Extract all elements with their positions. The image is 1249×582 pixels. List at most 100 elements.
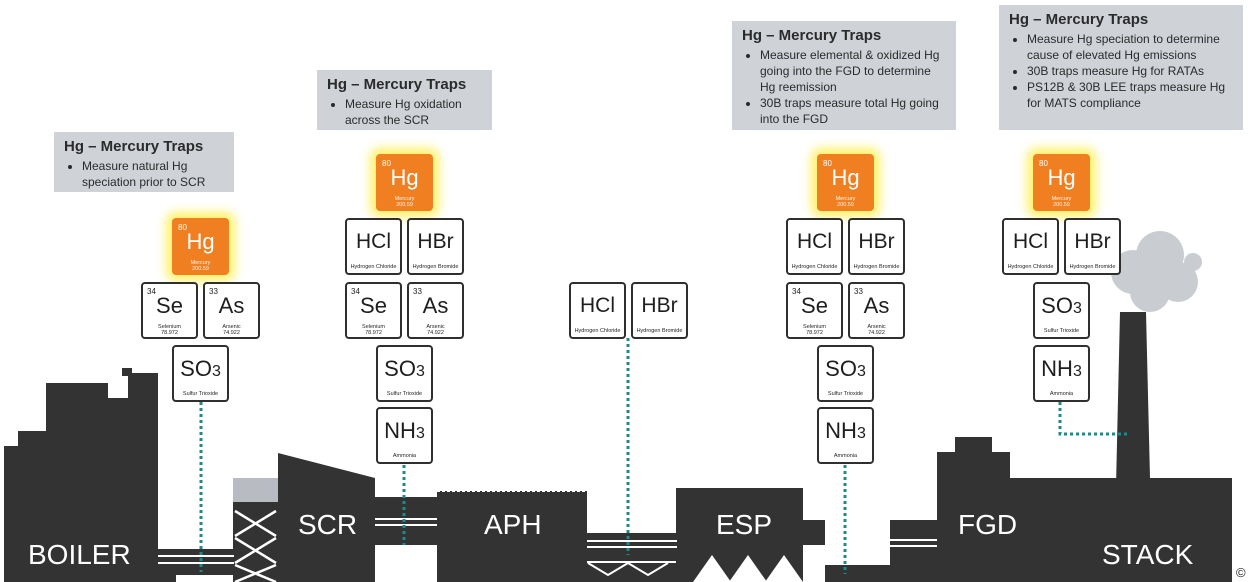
element-symbol: HBr xyxy=(417,230,454,253)
duct-esp-fgd xyxy=(825,565,937,582)
callout-esp: Hg – Mercury Traps Measure elemental & o… xyxy=(732,21,956,130)
duct-esp-fgd-upper xyxy=(890,520,938,565)
element-symbol: HCl xyxy=(1013,230,1048,253)
element-symbol: As xyxy=(218,293,245,318)
element-name: Arsenic xyxy=(426,324,445,330)
symbol-subscript: 3 xyxy=(856,425,866,442)
element-symbol: Se xyxy=(156,293,183,318)
callout-bullets: Measure elemental & oxidized Hg going in… xyxy=(742,47,946,127)
symbol-subscript: 3 xyxy=(211,363,221,380)
atomic-weight: 74.922 xyxy=(223,330,240,336)
copyright-mark: © xyxy=(1236,565,1246,580)
unit-label-boiler: BOILER xyxy=(28,539,131,570)
symbol-subscript: 3 xyxy=(415,363,425,380)
element-symbol: HCl xyxy=(580,294,615,317)
element-name: Mercury xyxy=(190,260,211,266)
callout-bullet: 30B traps measure total Hg going into th… xyxy=(760,95,946,127)
callout-scr: Hg – Mercury Traps Measure Hg oxidation … xyxy=(317,70,492,130)
atomic-number: 80 xyxy=(178,223,187,232)
atomic-number: 80 xyxy=(823,159,832,168)
element-name: Mercury xyxy=(394,196,415,202)
element-name: Sulfur Trioxide xyxy=(386,391,423,397)
aph-building xyxy=(437,491,587,582)
callout-bullet: Measure elemental & oxidized Hg going in… xyxy=(760,47,946,95)
atomic-number: 33 xyxy=(209,287,218,296)
element-symbol: HBr xyxy=(641,294,678,317)
element-name: Ammonia xyxy=(833,453,858,459)
symbol-subscript: 3 xyxy=(856,363,866,380)
element-name: Selenium xyxy=(362,324,385,330)
callout-bullets: Measure Hg oxidation across the SCR xyxy=(327,96,482,128)
callout-title: Hg – Mercury Traps xyxy=(1009,11,1149,28)
callout-title: Hg – Mercury Traps xyxy=(742,27,882,44)
element-symbol: SO3 xyxy=(384,356,425,381)
element-name: Selenium xyxy=(803,324,826,330)
callout-bullet: Measure Hg oxidation across the SCR xyxy=(345,96,482,128)
element-name: Hydrogen Bromide xyxy=(412,264,459,270)
atomic-weight: 78.972 xyxy=(806,330,823,336)
callout-title: Hg – Mercury Traps xyxy=(327,76,467,93)
sampling-lines xyxy=(199,338,1130,574)
element-symbol: Se xyxy=(360,293,387,318)
callout-bullet: PS12B & 30B LEE traps measure Hg for MAT… xyxy=(1027,79,1233,111)
element-name: Hydrogen Chloride xyxy=(574,328,621,334)
callout-bullets: Measure Hg speciation to determine cause… xyxy=(1009,31,1233,111)
element-name: Sulfur Trioxide xyxy=(182,391,219,397)
element-name: Arsenic xyxy=(222,324,241,330)
stack-smoke xyxy=(1111,231,1202,312)
symbol-subscript: 3 xyxy=(1072,300,1082,317)
element-name: Sulfur Trioxide xyxy=(827,391,864,397)
boiler-building xyxy=(4,373,176,582)
element-symbol: NH3 xyxy=(1041,356,1082,381)
cross-structure xyxy=(234,509,277,582)
element-symbol: Se xyxy=(801,293,828,318)
element-name: Arsenic xyxy=(867,324,886,330)
element-name: Mercury xyxy=(835,196,856,202)
atomic-number: 34 xyxy=(792,287,801,296)
atomic-weight: 200.59 xyxy=(1053,202,1070,208)
element-symbol: NH3 xyxy=(825,418,866,443)
element-symbol: Hg xyxy=(1047,165,1076,190)
atomic-weight: 200.59 xyxy=(837,202,854,208)
element-symbol: HCl xyxy=(797,230,832,253)
esp-hopper xyxy=(765,555,803,582)
esp-hopper xyxy=(693,555,731,582)
atomic-weight: 200.59 xyxy=(192,266,209,272)
atomic-weight: 78.972 xyxy=(365,330,382,336)
element-name: Sulfur Trioxide xyxy=(1043,328,1080,334)
element-name: Ammonia xyxy=(392,453,417,459)
element-symbol: Hg xyxy=(390,165,419,190)
scr-building xyxy=(278,453,375,582)
element-symbol: SO3 xyxy=(180,356,221,381)
callout-bullets: Measure natural Hg speciation prior to S… xyxy=(64,158,224,190)
unit-label-stack: STACK xyxy=(1102,539,1194,570)
fgd-building xyxy=(937,437,1010,582)
atomic-weight: 78.972 xyxy=(161,330,178,336)
silhouette-details xyxy=(158,478,937,582)
duct-scr-aph xyxy=(375,497,437,545)
symbol-subscript: 3 xyxy=(1072,363,1082,380)
unit-label-scr: SCR xyxy=(298,509,358,540)
callout-title: Hg – Mercury Traps xyxy=(64,138,204,155)
element-name: Hydrogen Bromide xyxy=(636,328,683,334)
element-name: Hydrogen Chloride xyxy=(350,264,397,270)
atomic-number: 80 xyxy=(1039,159,1048,168)
